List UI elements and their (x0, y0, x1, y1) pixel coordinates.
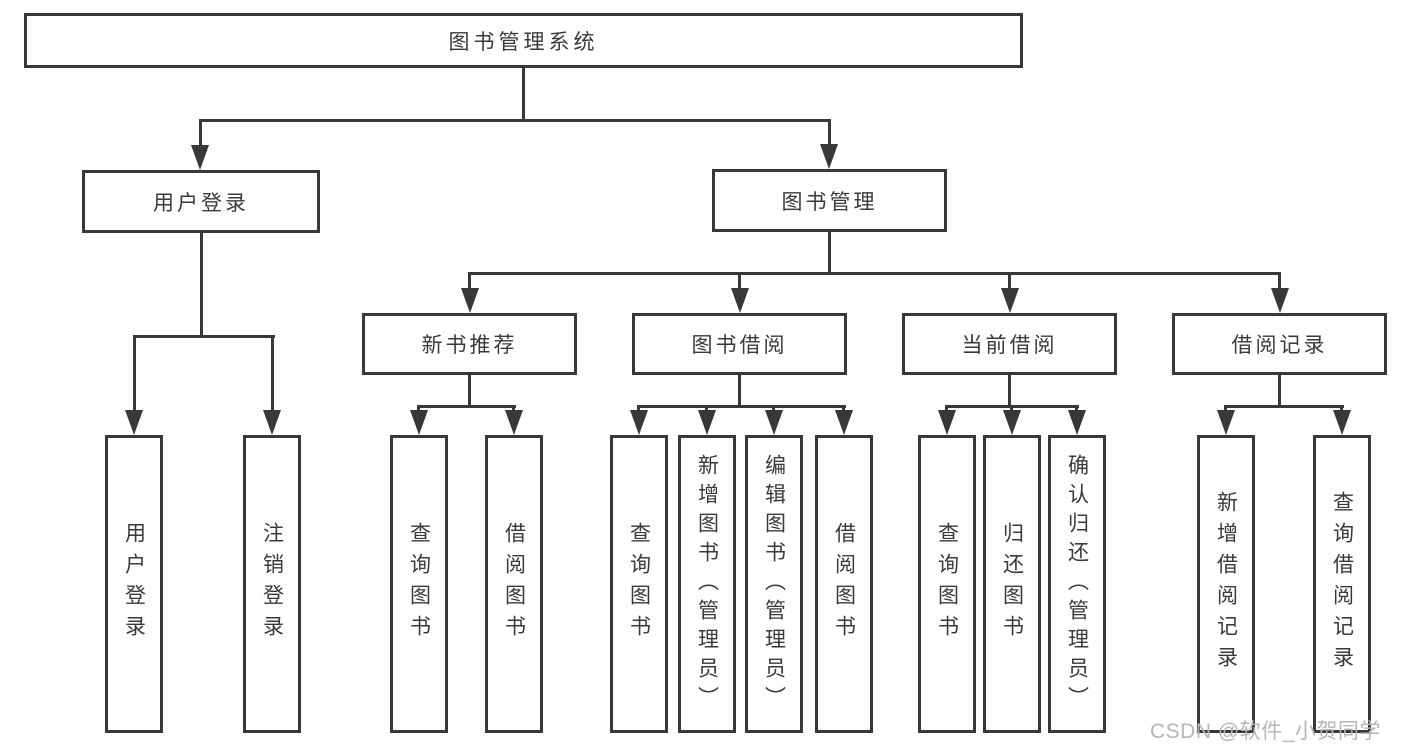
connector-line (199, 119, 202, 147)
connector-line (200, 233, 203, 337)
connector-line (828, 119, 831, 146)
leaf-user-login: 用户登录 (105, 435, 163, 733)
node-current-borrow: 当前借阅 (902, 313, 1117, 375)
connector-line (417, 405, 516, 408)
leaf-current-query-books: 查询图书 (918, 435, 976, 733)
arrow-down-icon (125, 410, 143, 435)
watermark: CSDN @软件_小贺同学 (1150, 720, 1381, 743)
connector-line (271, 335, 274, 412)
connector-line (468, 375, 471, 407)
connector-line (1278, 272, 1281, 290)
arrow-down-icon (1333, 410, 1351, 435)
connector-line (468, 272, 1281, 275)
leaf-logout: 注销登录 (243, 435, 301, 733)
node-book-management: 图书管理 (712, 169, 947, 232)
leaf-borrow-query-books: 查询图书 (610, 435, 668, 733)
leaf-borrow-borrow-books: 借阅图书 (815, 435, 873, 733)
arrow-down-icon (630, 410, 648, 435)
node-borrow-record: 借阅记录 (1172, 313, 1387, 375)
leaf-current-return-books: 归还图书 (983, 435, 1041, 733)
leaf-recommend-borrow-books: 借阅图书 (485, 435, 543, 733)
leaf-record-query-borrow-record: 查询借阅记录 (1313, 435, 1371, 733)
connector-line (738, 375, 741, 407)
arrow-down-icon (1217, 410, 1235, 435)
node-user-login: 用户登录 (82, 170, 320, 233)
arrow-down-icon (505, 410, 523, 435)
arrow-down-icon (461, 288, 479, 313)
leaf-current-confirm-return-admin: 确认归还（管理员） (1048, 435, 1106, 733)
connector-line (522, 68, 525, 121)
arrow-down-icon (835, 410, 853, 435)
connector-line (1008, 272, 1011, 290)
connector-line (1278, 375, 1281, 407)
arrow-down-icon (1271, 288, 1289, 313)
leaf-record-add-borrow-record: 新增借阅记录 (1197, 435, 1255, 733)
arrow-down-icon (765, 410, 783, 435)
arrow-down-icon (263, 410, 281, 435)
node-new-book-recommend: 新书推荐 (362, 313, 577, 375)
connector-line (199, 119, 831, 122)
connector-line (738, 272, 741, 290)
node-book-borrow: 图书借阅 (632, 313, 847, 375)
arrow-down-icon (1001, 288, 1019, 313)
connector-line (1008, 375, 1011, 407)
arrow-down-icon (1003, 410, 1021, 435)
arrow-down-icon (731, 288, 749, 313)
connector-line (133, 335, 275, 338)
connector-line (133, 335, 136, 412)
arrow-down-icon (191, 145, 209, 170)
connector-line (468, 272, 471, 290)
connector-line (1224, 405, 1344, 408)
arrow-down-icon (938, 410, 956, 435)
arrow-down-icon (820, 144, 838, 169)
leaf-borrow-add-books-admin: 新增图书（管理员） (678, 435, 736, 733)
arrow-down-icon (410, 410, 428, 435)
node-root: 图书管理系统 (24, 13, 1023, 68)
connector-line (828, 232, 831, 274)
arrow-down-icon (1068, 410, 1086, 435)
connector-line (637, 405, 846, 408)
arrow-down-icon (698, 410, 716, 435)
leaf-recommend-query-books: 查询图书 (390, 435, 448, 733)
leaf-borrow-edit-books-admin: 编辑图书（管理员） (745, 435, 803, 733)
